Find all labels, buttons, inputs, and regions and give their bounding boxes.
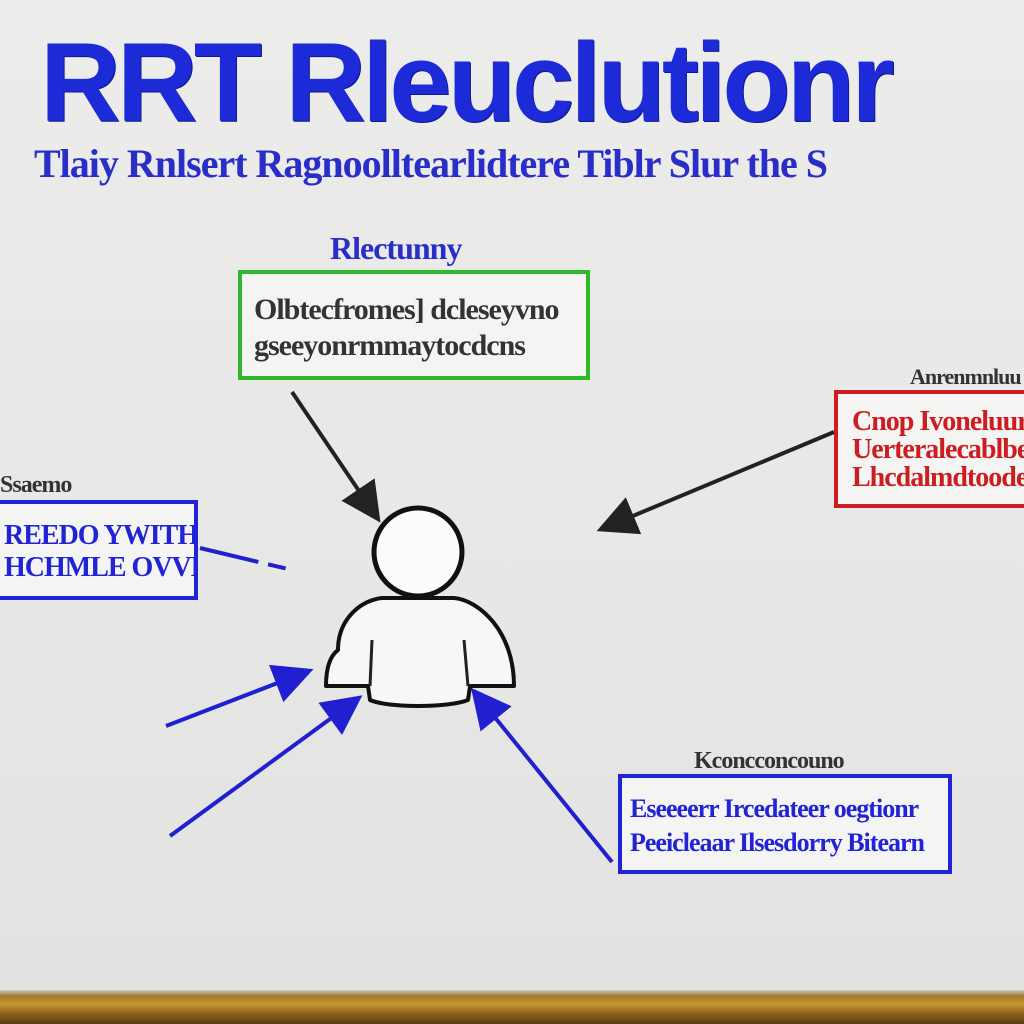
top-box-line-2: gseeyonrmmaytocdcns: [254, 329, 526, 362]
person-icon: [324, 505, 516, 708]
person-body: [324, 596, 516, 708]
left-blue-box: REEDO YWITHEM HCHMLE OVVL: [0, 500, 198, 600]
left-box-caption: Ssaemo: [0, 472, 72, 498]
arrow-red-box-to-center: [596, 430, 835, 535]
diagram-subtitle: Tlaiy Rnlsert Ragnoolltearlidtere Tiblr …: [34, 141, 828, 186]
right-box-line-2: Uerteralecablbe: [852, 434, 1024, 465]
left-box-line-1: REEDO YWITHEM: [4, 520, 198, 551]
right-box-line-3: Lhcdalmdtoodeb: [852, 462, 1024, 493]
bottom-box-line-2: Peeicleaar Ilsesdorry Bitearn: [630, 828, 925, 857]
connector-arrows: [165, 390, 835, 864]
arrow-left-box-to-person: [199, 546, 293, 572]
bottom-blue-box: Eseeeerr Ircedateer oegtionr Peeicleaar …: [618, 774, 952, 874]
arrow-left-upper-to-person: [165, 664, 314, 728]
arrow-left-lower-to-person: [168, 695, 363, 838]
right-box-line-1: Cnop Ivoneluure: [852, 406, 1024, 437]
right-red-box: Cnop Ivoneluure Uerteralecablbe Lhcdalmd…: [834, 390, 1024, 508]
diagram-title: RRT Rleuclutionr: [40, 20, 895, 145]
arrow-bottom-box-to-person: [470, 687, 614, 864]
top-box-line-1: Olbtecfromes] dcleseyvno: [254, 293, 560, 326]
whiteboard-tray: [0, 990, 1024, 1024]
person-head: [371, 505, 465, 599]
bottom-box-line-1: Eseeeerr Ircedateer oegtionr: [630, 794, 919, 823]
arrow-top-box-to-person: [290, 390, 381, 523]
top-box-caption: Rlectunny: [330, 230, 462, 266]
top-green-box: Olbtecfromes] dcleseyvno gseeyonrmmaytoc…: [238, 270, 590, 380]
bottom-box-caption: Kconcconcouno: [694, 748, 845, 774]
left-box-line-2: HCHMLE OVVL: [4, 552, 198, 583]
right-box-caption: Anrenmnluu: [910, 364, 1022, 389]
